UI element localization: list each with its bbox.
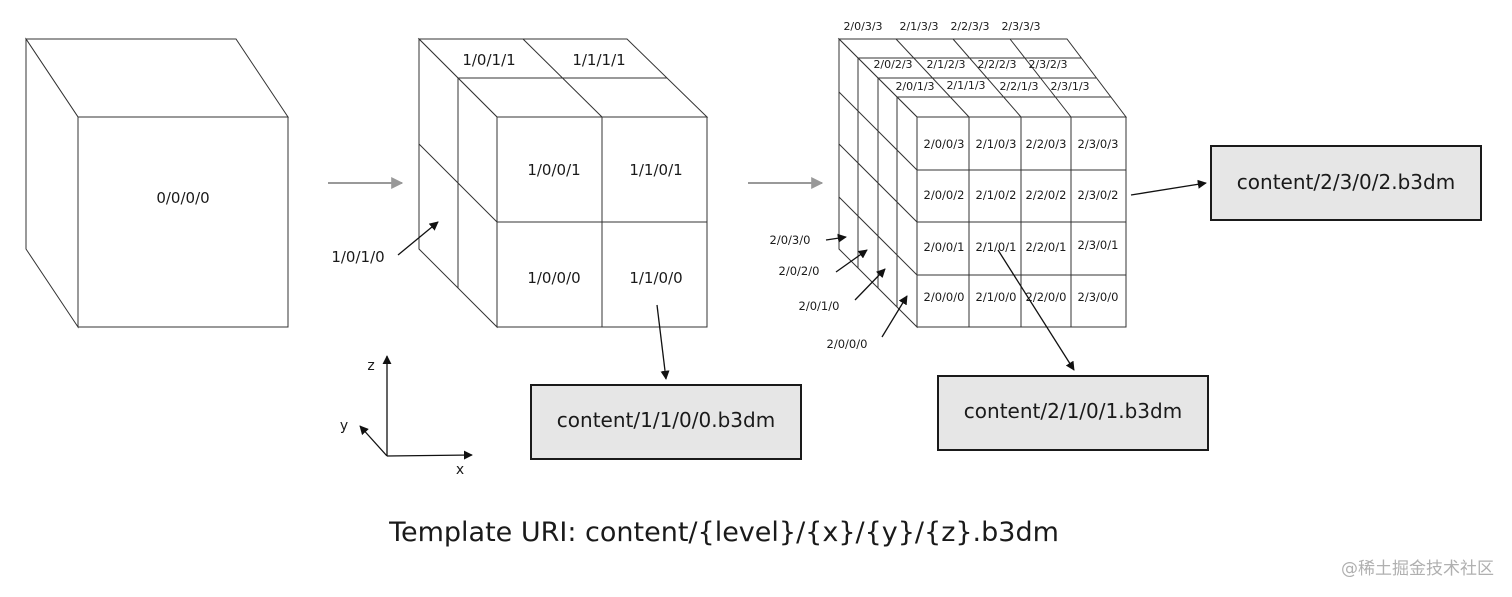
- axes-indicator: z y x: [340, 355, 473, 478]
- level2-top-label: 2/0/2/3: [873, 58, 912, 71]
- level2-bottom-content-box: [937, 375, 1209, 451]
- level2-top-label: 2/3/1/3: [1050, 80, 1089, 93]
- level2-side-pointer-arrow: [854, 268, 886, 301]
- level2-tile-label: 2/1/0/1: [976, 240, 1017, 254]
- level2-top-label: 2/1/2/3: [926, 58, 965, 71]
- level2-tile-label: 2/2/0/1: [1026, 240, 1067, 254]
- level2-bottom-content-label: content/2/1/0/1.b3dm: [964, 399, 1182, 423]
- level2-tile-label: 2/1/0/3: [976, 137, 1017, 151]
- level2-side-pointer-label: 2/0/2/0: [779, 264, 820, 278]
- level2-tile-label: 2/1/0/0: [976, 290, 1017, 304]
- level2-top-label: 2/2/1/3: [999, 80, 1038, 93]
- level1-tile-label: 1/1/0/0: [629, 269, 682, 287]
- level2-side-pointer-arrow: [825, 233, 847, 243]
- level1-top-label-1: 1/1/1/1: [572, 51, 625, 69]
- level1-tile-label: 1/0/0/0: [527, 269, 580, 287]
- level1-top-label-0: 1/0/1/1: [462, 51, 515, 69]
- level2-top-label: 2/0/3/3: [843, 20, 882, 33]
- level1-tile-label: 1/0/0/1: [527, 161, 580, 179]
- level2-bottom-content-arrow: [997, 249, 1075, 371]
- level2-top-label: 2/1/1/3: [946, 79, 985, 92]
- y-axis: [359, 425, 388, 457]
- level2-top-label: 2/3/3/3: [1001, 20, 1040, 33]
- level2-tile-label: 2/3/0/1: [1078, 238, 1119, 252]
- level1-side-pointer-label: 1/0/1/0: [331, 248, 384, 266]
- level2-tile-label: 2/0/0/3: [924, 137, 965, 151]
- level2-tile-label: 2/2/0/2: [1026, 188, 1067, 202]
- level1-content-arrow: [656, 304, 670, 380]
- level2-tile-label: 2/0/0/1: [924, 240, 965, 254]
- level2-side-pointer-arrow: [835, 249, 868, 273]
- level2-tile-label: 2/3/0/3: [1078, 137, 1119, 151]
- template-uri-caption: Template URI: content/{level}/{x}/{y}/{z…: [388, 517, 1059, 548]
- level2-top-label: 2/2/3/3: [950, 20, 989, 33]
- level2-top-label: 2/2/2/3: [977, 58, 1016, 71]
- level2-side-pointers: 2/0/3/0 2/0/2/0 2/0/1/0 2/0/0/0: [770, 233, 908, 351]
- level2-top-label: 2/1/3/3: [899, 20, 938, 33]
- x-axis-label: x: [456, 462, 464, 478]
- level2-tile-label: 2/0/0/2: [924, 188, 965, 202]
- level0-cube: 0/0/0/0: [25, 37, 289, 329]
- level2-right-content-label: content/2/3/0/2.b3dm: [1237, 170, 1455, 194]
- level1-content-label: content/1/1/0/0.b3dm: [557, 408, 775, 432]
- level2-side-pointer-arrow: [881, 295, 908, 338]
- level2-right-content-arrow: [1130, 179, 1207, 196]
- level2-tile-label: 2/2/0/3: [1026, 137, 1067, 151]
- level2-cube: 2/0/3/3 2/1/3/3 2/2/3/3 2/3/3/3 2/0/2/3 …: [837, 20, 1128, 329]
- level1-cube: 1/0/1/1 1/1/1/1 1/0/0/1 1/1/0/1 1/0/0/0 …: [417, 37, 709, 329]
- level2-tile-label: 2/0/0/0: [924, 290, 965, 304]
- level2-right-content-box: [1210, 145, 1482, 221]
- level2-side-pointer-label: 2/0/3/0: [770, 233, 811, 247]
- level2-top-label: 2/0/1/3: [895, 80, 934, 93]
- level2-side-pointer-label: 2/0/0/0: [827, 337, 868, 351]
- level2-side-pointer-label: 2/0/1/0: [799, 299, 840, 313]
- level2-top-label: 2/3/2/3: [1028, 58, 1067, 71]
- level1-tile-label: 1/1/0/1: [629, 161, 682, 179]
- level2-tile-label: 2/3/0/2: [1078, 188, 1119, 202]
- level0-front-face: [77, 116, 289, 328]
- level2-tile-label: 2/1/0/2: [976, 188, 1017, 202]
- x-axis: [386, 450, 473, 460]
- watermark: @稀土掘金技术社区: [1341, 559, 1494, 579]
- level2-tile-label: 2/3/0/0: [1078, 290, 1119, 304]
- level2-tile-label: 2/2/0/0: [1026, 290, 1067, 304]
- level0-tile-label: 0/0/0/0: [156, 189, 209, 207]
- z-axis-label: z: [367, 358, 374, 374]
- y-axis-label: y: [340, 418, 348, 434]
- level1-content-box: [530, 384, 802, 460]
- level1-side-pointer-arrow: [397, 221, 439, 256]
